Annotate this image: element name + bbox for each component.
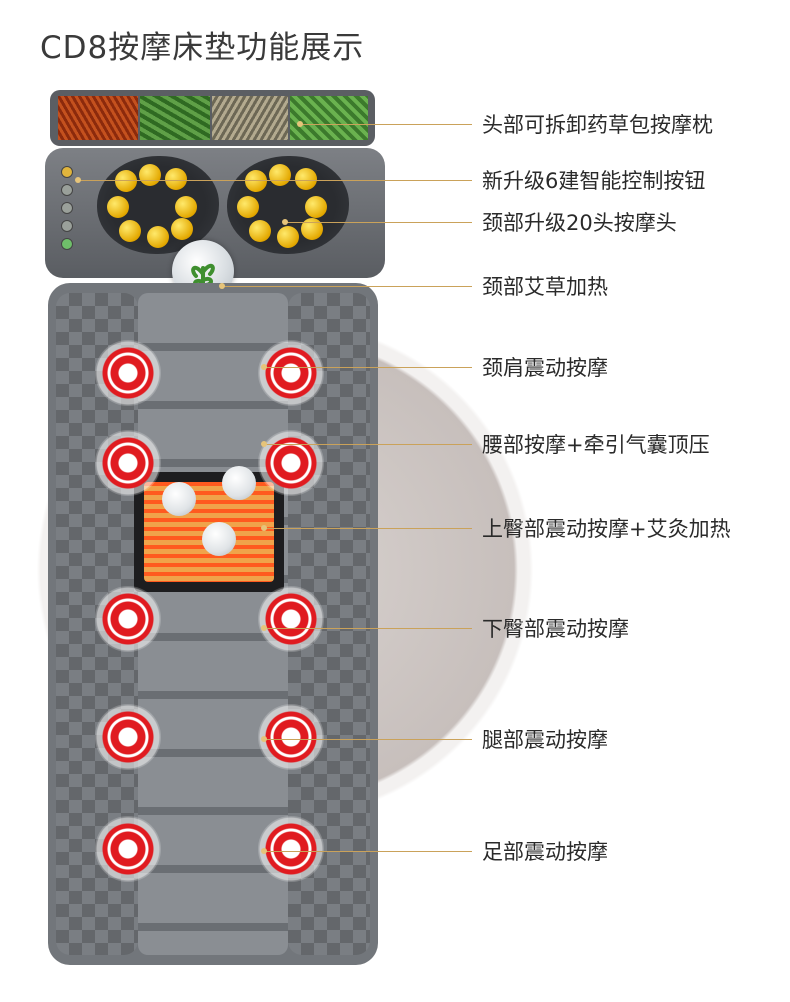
leader-dot [261, 736, 267, 742]
herb-bubble-icon [222, 466, 256, 500]
feature-label-leg: 腿部震动按摩 [482, 728, 608, 752]
feature-label-herb-pillow: 头部可拆卸药草包按摩枕 [482, 113, 713, 137]
feature-label-neck-shoulder: 颈肩震动按摩 [482, 356, 608, 380]
leader-dot [261, 364, 267, 370]
leader-line [264, 628, 472, 629]
leader-line [264, 367, 472, 368]
leader-dot [297, 121, 303, 127]
neck-massager [45, 148, 385, 278]
leader-dot [75, 177, 81, 183]
massage-node-icon [258, 586, 324, 652]
leader-line [285, 222, 472, 223]
herb-bubble-icon [162, 482, 196, 516]
massage-node-icon [95, 816, 161, 882]
leader-line [264, 528, 472, 529]
massage-node-icon [258, 704, 324, 770]
leader-dot [261, 848, 267, 854]
leader-line [264, 444, 472, 445]
massage-node-icon [95, 586, 161, 652]
massage-node-icon [258, 340, 324, 406]
feature-label-upper-hip: 上臀部震动按摩+艾灸加热 [482, 517, 731, 541]
feature-label-neck-heating: 颈部艾草加热 [482, 275, 608, 299]
feature-label-control-buttons: 新升级6建智能控制按钮 [482, 169, 706, 193]
feature-label-lower-hip: 下臀部震动按摩 [482, 617, 629, 641]
leader-dot [261, 441, 267, 447]
feature-label-neck-heads: 颈部升级20头按摩头 [482, 211, 677, 235]
massage-node-icon [95, 704, 161, 770]
herb-pillow-icon [50, 90, 375, 146]
page-title: CD8按摩床垫功能展示 [40, 30, 365, 66]
massage-node-icon [95, 430, 161, 496]
massage-node-icon [258, 816, 324, 882]
leader-line [264, 739, 472, 740]
leader-line [78, 180, 472, 181]
leader-line [300, 124, 472, 125]
leader-dot [261, 525, 267, 531]
massage-node-icon [95, 340, 161, 406]
massage-node-icon [258, 430, 324, 496]
massage-head-group-left [97, 156, 219, 254]
herb-bubble-icon [202, 522, 236, 556]
leader-line [222, 286, 472, 287]
leader-dot [282, 219, 288, 225]
leader-line [264, 851, 472, 852]
leader-dot [219, 283, 225, 289]
leader-dot [261, 625, 267, 631]
massage-head-group-right [227, 156, 349, 254]
feature-label-foot: 足部震动按摩 [482, 840, 608, 864]
control-button-icon [61, 166, 75, 256]
feature-label-waist: 腰部按摩+牵引气囊顶压 [482, 433, 710, 457]
